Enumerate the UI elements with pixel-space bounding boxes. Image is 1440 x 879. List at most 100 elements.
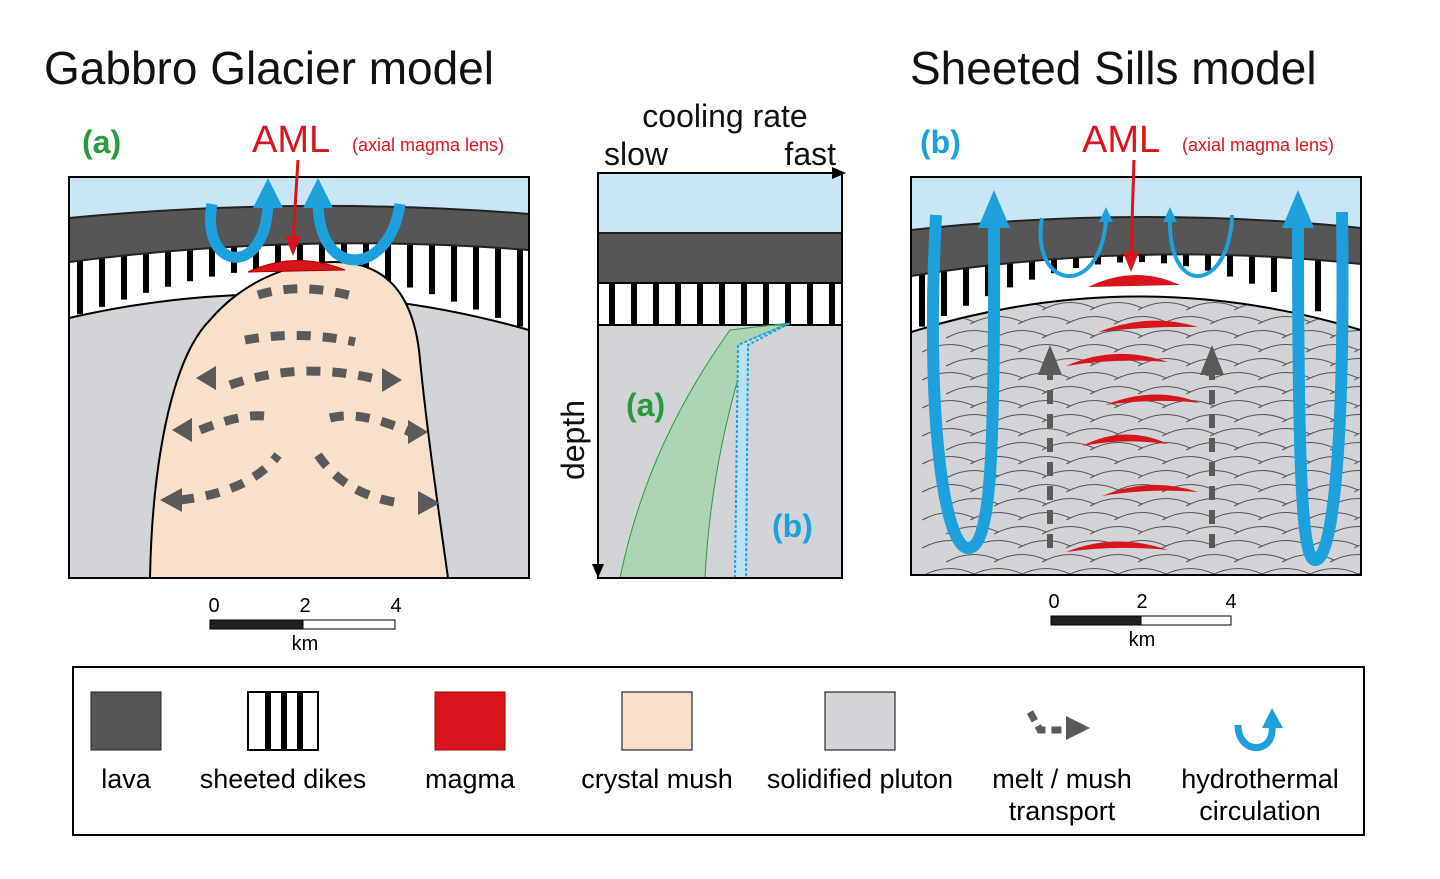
cooling-rate-title: cooling rate [642, 98, 807, 134]
sill-stroke [1065, 484, 1119, 493]
sill-stroke [1257, 344, 1311, 353]
transport-arrowheads [160, 366, 440, 515]
sill-stroke [1041, 414, 1095, 423]
sill-stroke [1233, 330, 1287, 339]
sill-stroke [1281, 330, 1335, 339]
sill-stroke [1017, 316, 1071, 325]
legend-label-transport-2: transport [1009, 796, 1116, 826]
sill-stroke [1019, 568, 1071, 575]
curve-a-label: (a) [626, 387, 665, 423]
sill-stroke [1209, 316, 1263, 325]
sill-stroke [1017, 484, 1071, 493]
sill-stroke [1209, 344, 1263, 353]
sill-stroke [1017, 400, 1071, 409]
scale-right-tick-2: 2 [1136, 591, 1147, 613]
sill-stroke [1137, 470, 1191, 479]
sill-stroke [1211, 568, 1263, 575]
sill-stroke [1378, 554, 1430, 562]
sill-stroke [1089, 302, 1143, 311]
sill-stroke [1137, 554, 1191, 563]
sill-stroke [1185, 554, 1239, 563]
sill-stroke [921, 428, 975, 437]
sill-stroke [969, 512, 1023, 521]
sill-stroke [1089, 386, 1143, 395]
sill-stroke [1185, 526, 1239, 535]
legend-swatch-mush [621, 691, 693, 751]
sill-stroke [1017, 428, 1071, 437]
panel-a-label: (a) [82, 124, 121, 160]
sill-stroke [1233, 358, 1287, 367]
sill-stroke [1041, 302, 1095, 311]
sill-stroke [1067, 568, 1119, 575]
legend-label-dikes: sheeted dikes [200, 764, 367, 794]
sill-stroke [1115, 568, 1167, 575]
sill-stroke [993, 470, 1047, 479]
cooling-curve-b [733, 322, 791, 578]
sill-stroke [1041, 330, 1095, 339]
sill-stroke [1041, 470, 1095, 479]
sill-stroke [1089, 526, 1143, 535]
sill-stroke [1209, 456, 1263, 465]
sill-stroke [993, 414, 1047, 423]
sill-stroke [1065, 512, 1119, 521]
aml-sublabel-b: (axial magma lens) [1182, 135, 1334, 155]
sill-stroke [1137, 330, 1191, 339]
sill-stroke [1329, 386, 1361, 395]
sill-stroke [1089, 442, 1143, 451]
sill-stroke [921, 372, 975, 381]
scale-left-unit: km [292, 633, 319, 655]
sill-stroke [1209, 428, 1263, 437]
aml-pointer-a [291, 159, 300, 241]
hydrothermal-circulation-a [205, 203, 406, 266]
sill-stroke [1065, 316, 1119, 325]
aml-pointer-b [1129, 159, 1136, 256]
sill-stroke [1161, 344, 1215, 353]
sill-stroke [921, 400, 975, 409]
hydrothermal-small-loops-b [1038, 214, 1234, 279]
sill-stroke [1233, 554, 1287, 563]
aml-label-a: AML [252, 119, 330, 161]
sill-stroke [1137, 302, 1191, 311]
sill-stroke [1041, 554, 1095, 563]
sill-stroke [1378, 414, 1430, 422]
sill-stroke [993, 554, 1047, 563]
scale-left-tick-0: 0 [208, 595, 219, 617]
sill-stroke [1113, 344, 1167, 353]
panel-b-frame [910, 176, 1362, 576]
title-sheeted-sills: Sheeted Sills model [910, 42, 1317, 94]
aml-label-b: AML [1082, 119, 1160, 161]
legend: lava sheeted dikes magma crystal mush so… [72, 666, 1365, 836]
sill-stroke [1065, 428, 1119, 437]
scale-right-tick-4: 4 [1225, 591, 1236, 613]
scale-bar-left: 0 2 4 km [208, 595, 401, 655]
legend-swatch-magma [434, 691, 506, 751]
sill-stroke [1353, 404, 1361, 409]
legend-transport-arrow-icon [1026, 710, 1090, 740]
crystal-mush-dome [148, 260, 450, 578]
hydrothermal-arrowheads-b [978, 190, 1314, 228]
sill-stroke [1257, 316, 1311, 325]
sill-stroke [1137, 358, 1191, 367]
sill-stroke [1185, 386, 1239, 395]
lava-layer-b [911, 216, 1361, 278]
sill-stroke [1353, 516, 1361, 521]
sill-stroke [923, 568, 975, 575]
sill-stroke [1305, 400, 1359, 409]
sill-stroke [1305, 428, 1359, 437]
sill-stroke [1065, 372, 1119, 381]
sill-stroke [1281, 414, 1335, 423]
sill-stroke [1281, 442, 1335, 451]
sill-stroke [1233, 470, 1287, 479]
sill-stroke [1281, 470, 1335, 479]
sill-stroke [1233, 526, 1287, 535]
legend-label-mush: crystal mush [581, 764, 733, 794]
middle-dike-lines [609, 283, 835, 325]
legend-dike-stripes [265, 692, 303, 750]
sill-stroke [1113, 428, 1167, 437]
title-gabbro-glacier: Gabbro Glacier model [44, 42, 494, 94]
sill-stroke [1065, 344, 1119, 353]
sill-stroke [1209, 400, 1263, 409]
sill-stroke [1305, 344, 1359, 353]
legend-label-magma: magma [425, 764, 516, 794]
